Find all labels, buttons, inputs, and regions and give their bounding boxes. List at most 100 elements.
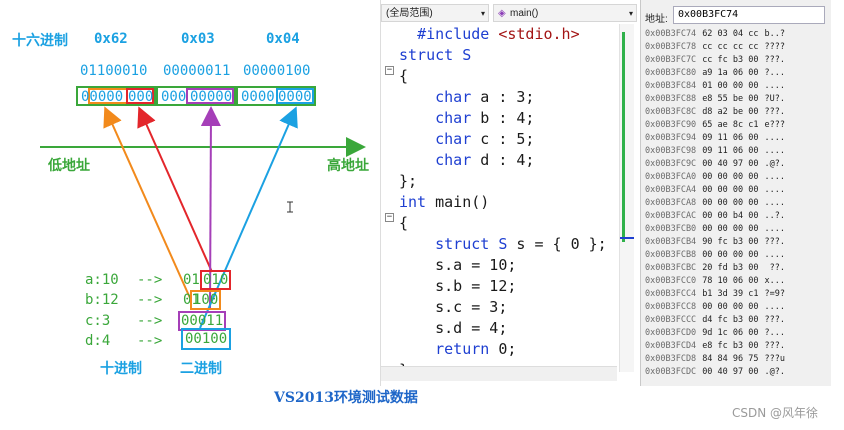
memory-row-bytes: 00 00 b4 00 [702, 211, 759, 221]
address-input[interactable]: 0x00B3FC74 [673, 6, 825, 24]
memory-row-bytes: 09 11 06 00 [702, 133, 759, 143]
memory-row-address: 0x00B3FCDC [645, 367, 697, 377]
memory-row-address: 0x00B3FC78 [645, 42, 697, 52]
scope-dropdown[interactable]: (全局范围) ▾ [381, 4, 489, 22]
function-dropdown-label: main() [510, 8, 539, 19]
memory-row-bytes: e8 fc b3 00 [702, 341, 759, 351]
memory-byte-1-box [76, 86, 156, 106]
vertical-scrollbar[interactable] [619, 24, 634, 372]
memory-row-ascii: .... [764, 185, 785, 195]
fold-toggle-icon[interactable]: − [385, 65, 394, 75]
code-token: s = { 0 }; [516, 235, 607, 253]
memory-row-bytes: 20 fd b3 00 [702, 263, 759, 273]
memory-row-ascii: .... [764, 133, 785, 143]
bitfield-diagram: 十六进制 0x62 0x03 0x04 01100010 00000011 00… [0, 0, 380, 430]
memory-bits-2b: 00000 [190, 89, 233, 105]
code-indent [399, 277, 435, 295]
field-a-binary: 010 [200, 270, 232, 290]
hex-value-3: 0x04 [266, 31, 300, 47]
high-address-label: 高地址 [327, 158, 369, 174]
field-b-binary: 100 [190, 290, 222, 310]
field-d-arrow-text: --> [137, 333, 163, 349]
memory-row-bytes: 00 40 97 00 [702, 159, 759, 169]
arrows-layer [40, 106, 366, 329]
memory-row-bytes: 00 00 00 00 [702, 198, 759, 208]
field-b-arrow [103, 106, 191, 299]
memory-row-address: 0x00B3FC98 [645, 146, 697, 156]
memory-row-address: 0x00B3FCB4 [645, 237, 697, 247]
field-a-arrow-text: --> [137, 272, 163, 288]
code-indent [399, 256, 435, 274]
memory-row-ascii: ?... [764, 68, 785, 78]
code-token: char [435, 130, 481, 148]
memory-row-bytes: b1 3d 39 c1 [702, 289, 759, 299]
code-line: −struct S [381, 45, 471, 75]
field-d-binary: 00100 [181, 328, 232, 350]
scroll-position-marker [620, 237, 634, 239]
memory-row-ascii: ???? [764, 42, 785, 52]
code-indent [399, 88, 435, 106]
code-indent [399, 109, 435, 127]
memory-row-address: 0x00B3FCD4 [645, 341, 697, 351]
code-line: { [381, 213, 408, 234]
code-line: char b : 4; [381, 108, 534, 129]
memory-row-bytes: 01 00 00 00 [702, 81, 759, 91]
code-line: char d : 4; [381, 150, 534, 171]
code-indent [399, 25, 417, 43]
binary-byte-1: 01100010 [80, 63, 148, 79]
code-line: char a : 3; [381, 87, 534, 108]
code-indent [399, 151, 435, 169]
memory-row-address: 0x00B3FCA4 [645, 185, 697, 195]
code-area[interactable]: #include <stdio.h>−struct S{ char a : 3;… [381, 24, 617, 386]
code-line: { [381, 66, 408, 87]
horizontal-scrollbar[interactable] [381, 366, 617, 381]
memory-row-address: 0x00B3FC74 [645, 29, 697, 39]
code-token: int [399, 193, 436, 211]
memory-row-address: 0x00B3FCAC [645, 211, 697, 221]
memory-row-ascii: .... [764, 250, 785, 260]
code-token: s.a = 10; [435, 256, 517, 274]
code-token: s.b = 12; [435, 277, 517, 295]
memory-row-address: 0x00B3FC8C [645, 107, 697, 117]
code-indent [399, 340, 435, 358]
memory-row-bytes: 00 40 97 00 [702, 367, 759, 377]
memory-row-bytes: 9d 1c 06 00 [702, 328, 759, 338]
function-dropdown[interactable]: ◈ main() ▾ [493, 4, 637, 22]
change-indicator [622, 32, 625, 242]
fold-toggle-icon[interactable]: − [385, 212, 394, 222]
memory-row-ascii: ??. [764, 263, 785, 273]
code-line: }; [381, 171, 417, 192]
code-token: char [435, 151, 481, 169]
field-c-label: c:3 [85, 313, 111, 329]
memory-row-bytes: e8 55 be 00 [702, 94, 759, 104]
memory-row-bytes: d8 a2 be 00 [702, 107, 759, 117]
